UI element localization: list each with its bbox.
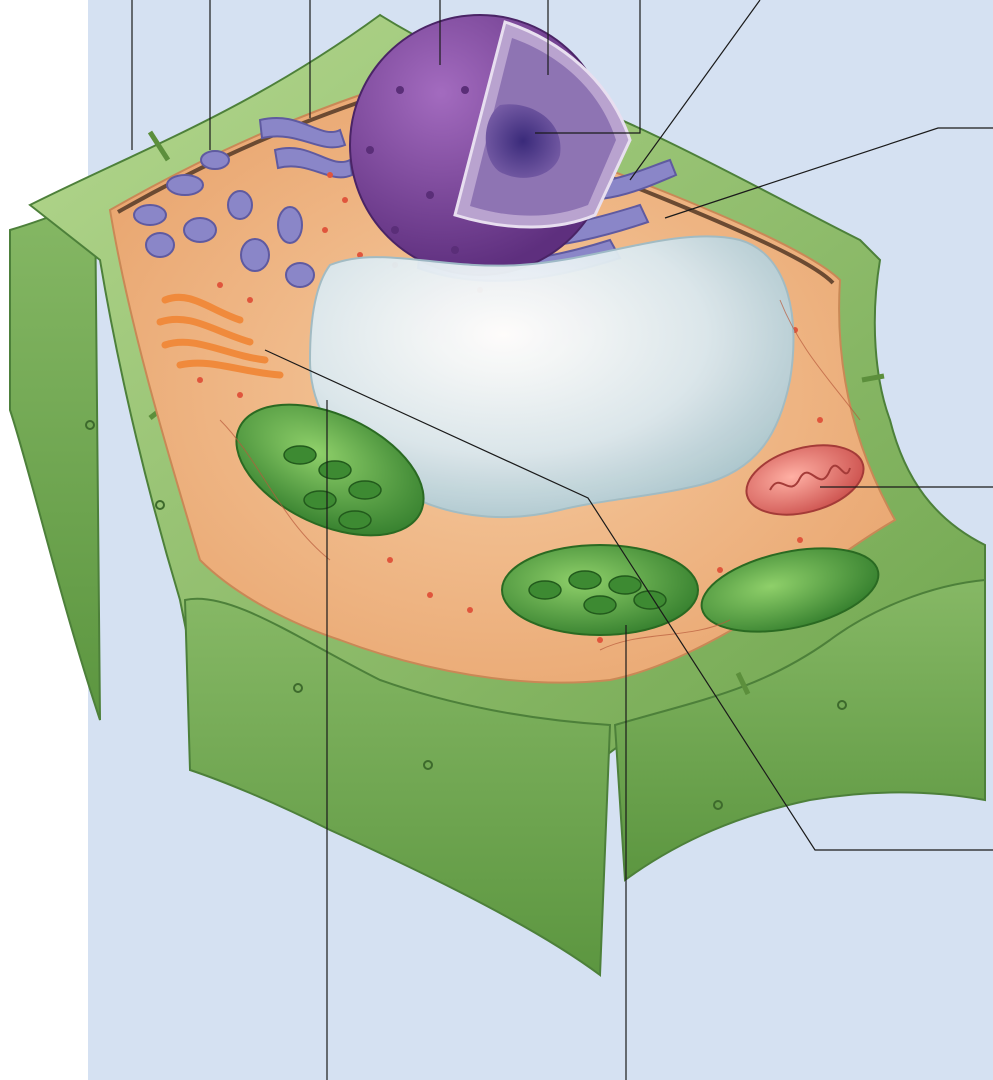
chloroplast: [502, 545, 698, 635]
leader-ribosome: [630, 0, 760, 180]
